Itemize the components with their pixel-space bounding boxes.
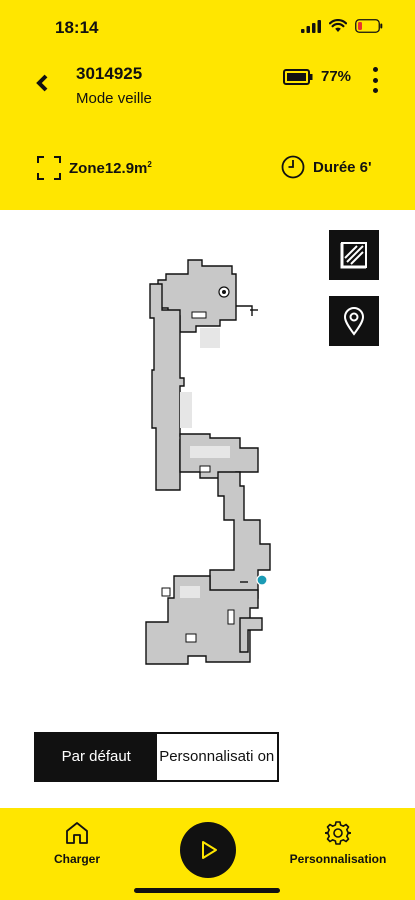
zone-info: Zone12.9m2 [37,156,152,180]
status-time: 18:14 [55,18,99,37]
status-icons [301,19,383,33]
map-edit-icon [340,242,367,269]
settings-button[interactable]: Personnalisation [288,820,388,866]
kebab-icon [372,88,378,93]
more-options-button[interactable] [366,65,384,95]
charger-label: Charger [53,852,100,866]
mode-toggle: Par défaut Personnalisati on [34,732,279,782]
duration-info: Durée 6' [281,155,372,179]
back-button[interactable] [30,70,54,96]
phone-battery-icon [355,19,383,33]
location-pin-icon [343,307,365,336]
signal-icon [301,19,321,33]
kebab-icon [372,67,378,72]
device-id: 3014925 [76,64,143,83]
duration-value: Durée 6' [313,158,372,176]
battery-icon [283,68,313,85]
zone-frame-icon [37,156,61,180]
status-bar: 18:14 [0,0,415,52]
play-button[interactable] [180,822,236,878]
kebab-icon [372,77,378,83]
clock-icon [281,155,305,179]
robot-battery: 77% [283,68,351,85]
home-icon [66,822,88,844]
map-edit-button[interactable] [329,230,379,280]
charger-button[interactable]: Charger [52,820,102,866]
device-mode: Mode veille [76,90,152,107]
gear-icon [325,821,351,845]
robot-marker [256,574,268,586]
wifi-icon [329,19,347,32]
header: 3014925 Mode veille 77% Zone12.9m2 Durée… [0,52,415,210]
location-button[interactable] [329,296,379,346]
mode-custom-button[interactable]: Personnalisati on [156,734,277,780]
map-area[interactable]: Par défaut Personnalisati on [0,210,415,808]
mode-default-button[interactable]: Par défaut [36,734,157,780]
play-icon [202,841,217,859]
chevron-left-icon [36,74,48,92]
battery-percent: 77% [321,68,352,85]
bottom-bar: Charger Personnalisation [0,808,415,900]
cleaning-map[interactable] [140,258,280,678]
settings-label: Personnalisation [289,852,387,866]
zone-value: Zone12.9m2 [69,159,152,177]
home-indicator [134,888,280,893]
